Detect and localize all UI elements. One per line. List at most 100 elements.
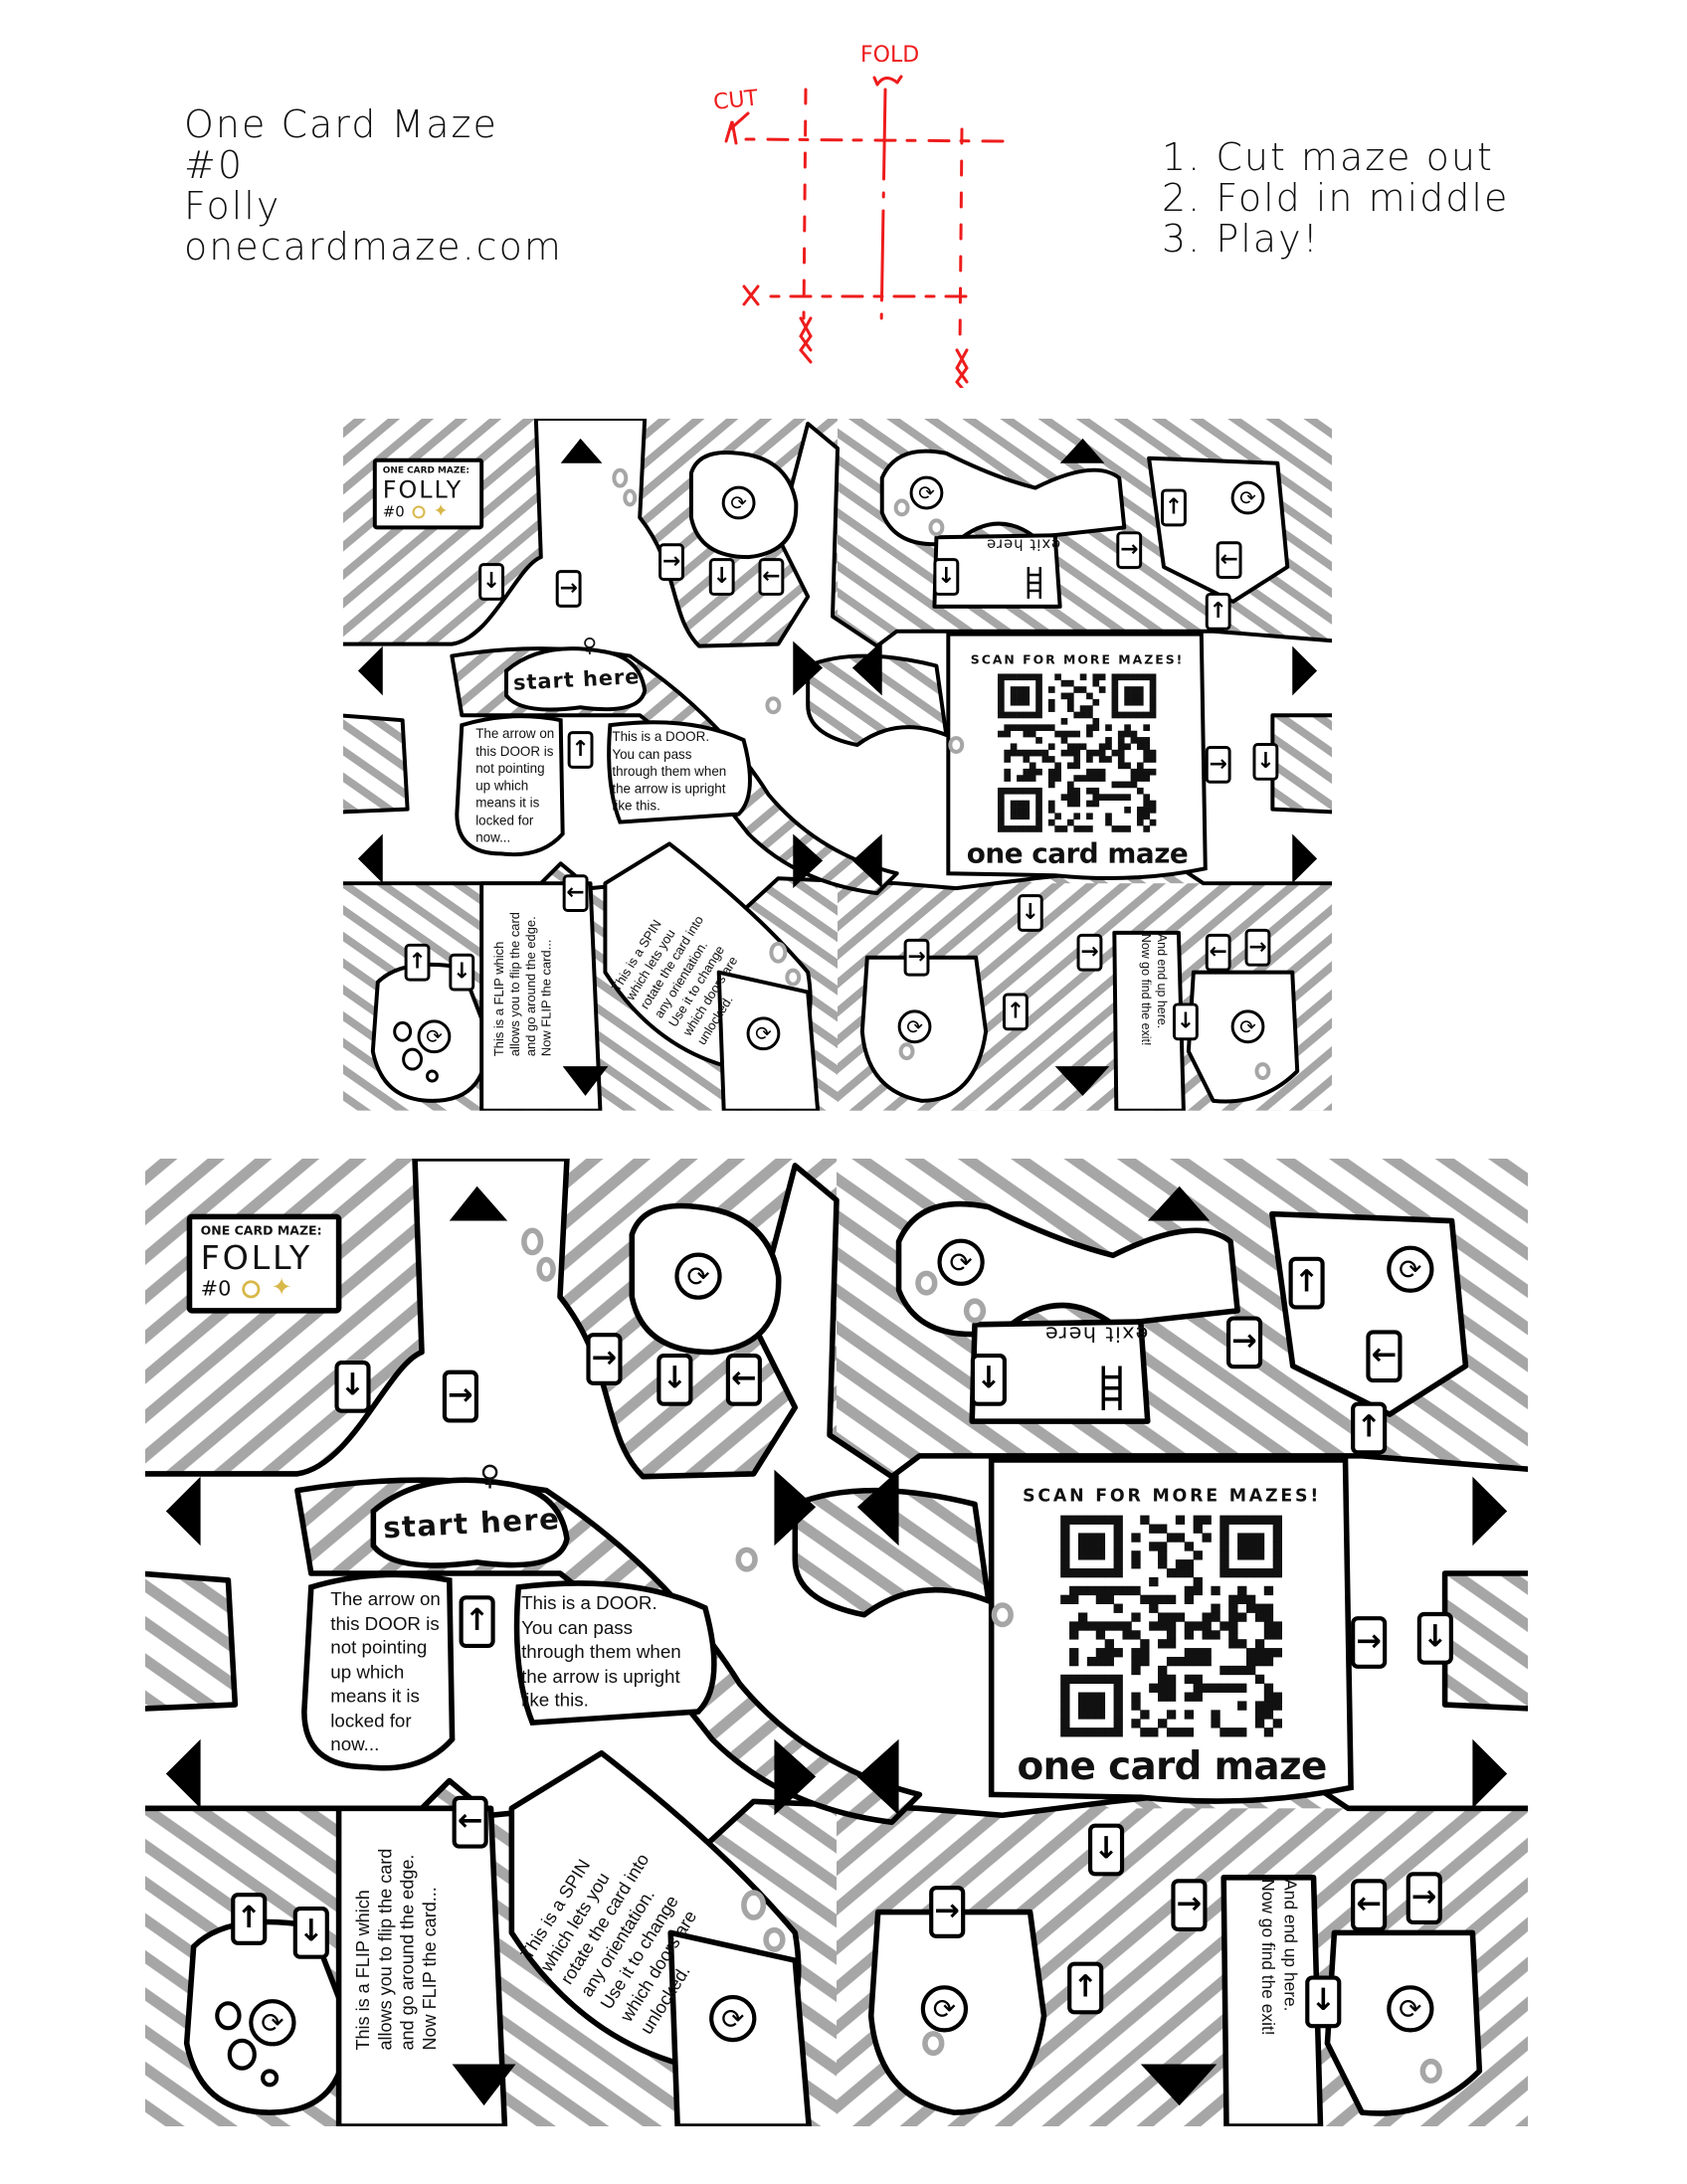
exit-label: exit here	[1043, 1322, 1149, 1348]
door-arrow-icon[interactable]: ↑	[459, 1595, 495, 1649]
door-arrow-icon[interactable]: ↑	[1067, 1961, 1104, 2015]
spin-icon[interactable]: ⟳	[909, 475, 944, 510]
scissors-icon	[955, 348, 969, 388]
spin-icon[interactable]: ⟳	[709, 1994, 757, 2043]
coin-icon	[412, 504, 426, 518]
flip-explanation-text: This is a FLIP which allows you to flip …	[352, 1848, 441, 2051]
spin-icon[interactable]: ⟳	[721, 485, 756, 520]
door-arrow-icon[interactable]: ↑	[1002, 993, 1029, 1031]
coin-icon	[242, 1279, 261, 1298]
door-arrow-icon[interactable]: ↓	[1017, 894, 1043, 932]
spin-icon[interactable]: ⟳	[1230, 1009, 1265, 1044]
door-arrow-icon[interactable]: ←	[1366, 1330, 1403, 1383]
door-arrow-icon[interactable]: ←	[725, 1353, 762, 1406]
cut-line-left	[802, 88, 808, 320]
spin-icon[interactable]: ⟳	[1387, 1245, 1434, 1293]
door-arrow-icon[interactable]: ↓	[478, 563, 505, 601]
door-arrow-icon[interactable]: ↓	[334, 1360, 371, 1413]
flip-triangle-icon	[357, 645, 383, 696]
door-arrow-icon[interactable]: →	[1244, 928, 1271, 967]
instruction-step: 2. Fold in middle	[1162, 176, 1510, 220]
door-arrow-icon[interactable]: ↓	[449, 953, 475, 992]
door-arrow-icon[interactable]: ←	[1351, 1879, 1388, 1932]
door-arrow-icon[interactable]: ↑	[1161, 488, 1187, 527]
door-arrow-icon[interactable]: ↓	[1172, 1002, 1199, 1041]
qr-heading: SCAN FOR MORE MAZES!	[970, 651, 1185, 667]
locked-door-bubble	[455, 714, 565, 857]
door-arrow-icon[interactable]: →	[1351, 1616, 1388, 1669]
door-arrow-icon[interactable]: ←	[1205, 933, 1231, 972]
fold-arrow-icon	[872, 75, 903, 87]
badge-label: ONE CARD MAZE:	[200, 1224, 322, 1239]
door-arrow-icon[interactable]: ↑	[1288, 1256, 1325, 1310]
qr-code	[1060, 1515, 1282, 1737]
badge-maze-name: FOLLY	[200, 1238, 313, 1278]
door-arrow-icon[interactable]: →	[1171, 1879, 1208, 1932]
end-text: And end up here. Now go find the exit!	[1139, 933, 1169, 1046]
door-arrow-icon[interactable]: ↑	[1351, 1401, 1388, 1455]
spin-icon[interactable]: ⟳	[674, 1252, 722, 1300]
door-arrow-icon[interactable]: ←	[452, 1795, 488, 1849]
door-arrow-icon[interactable]: ↓	[1252, 743, 1279, 781]
hatch-island	[343, 713, 410, 815]
door-arrow-icon[interactable]: →	[1406, 1872, 1442, 1925]
door-arrow-icon[interactable]: ↓	[1305, 1975, 1342, 2029]
door-arrow-icon[interactable]: ↑	[567, 731, 594, 769]
qr-heading: SCAN FOR MORE MAZES!	[1023, 1485, 1322, 1506]
door-arrow-icon[interactable]: →	[903, 938, 930, 977]
flip-triangle-icon	[851, 833, 882, 889]
door-arrow-icon[interactable]: ↑	[231, 1893, 268, 1945]
end-text: And end up here. Now go find the exit!	[1257, 1879, 1300, 2036]
flip-explanation-text: This is a FLIP which allows you to flip …	[491, 912, 554, 1057]
flip-triangle-icon	[165, 1476, 201, 1547]
spin-icon[interactable]: ⟳	[746, 1016, 781, 1051]
door-arrow-icon[interactable]: ↓	[1416, 1611, 1453, 1665]
locked-door-text: The arrow on this DOOR is not pointing u…	[475, 726, 555, 845]
door-arrow-icon[interactable]: →	[555, 570, 582, 608]
door-arrow-icon[interactable]: ←	[758, 558, 785, 596]
cut-line-top	[744, 137, 1007, 143]
start-bubble	[504, 646, 648, 712]
door-explanation-text: This is a DOOR. You can pass through the…	[521, 1592, 681, 1711]
flip-triangle-icon	[1292, 833, 1318, 884]
door-arrow-icon[interactable]: →	[442, 1369, 478, 1423]
spin-icon[interactable]: ⟳	[249, 1999, 296, 2047]
door-arrow-icon[interactable]: ↓	[292, 1906, 329, 1959]
door-arrow-icon[interactable]: →	[1225, 1316, 1263, 1369]
door-arrow-icon[interactable]: ↓	[1087, 1823, 1125, 1877]
door-arrow-icon[interactable]: ↓	[656, 1353, 693, 1406]
door-arrow-icon[interactable]: →	[586, 1333, 623, 1385]
door-arrow-icon[interactable]: →	[929, 1886, 966, 1938]
door-arrow-icon[interactable]: →	[658, 543, 684, 582]
flip-triangle-icon	[1472, 1476, 1508, 1547]
door-explanation-text: This is a DOOR. You can pass through the…	[612, 729, 727, 814]
spin-icon[interactable]: ⟳	[897, 1009, 932, 1044]
maze-card-preview: ONE CARD MAZE: FOLLY #0✦ start here ♀ Th…	[343, 419, 1332, 1111]
door-bubble	[607, 720, 752, 824]
spin-icon[interactable]: ⟳	[417, 1019, 452, 1054]
door-arrow-icon[interactable]: →	[1076, 933, 1103, 972]
spin-icon[interactable]: ⟳	[937, 1238, 985, 1286]
cut-fold-diagram: CUT FOLD	[712, 43, 1007, 388]
spin-icon[interactable]: ⟳	[1387, 1985, 1434, 2033]
door-arrow-icon[interactable]: ↑	[1205, 592, 1231, 631]
door-arrow-icon[interactable]: ↓	[933, 558, 960, 596]
flip-triangle-icon	[793, 640, 824, 696]
spin-icon[interactable]: ⟳	[920, 1985, 969, 2033]
badge-number: #0	[200, 1276, 232, 1302]
spin-icon[interactable]: ⟳	[1230, 480, 1265, 515]
door-arrow-icon[interactable]: ↓	[970, 1353, 1007, 1406]
flip-triangle-icon	[560, 438, 603, 463]
door-arrow-icon[interactable]: ↑	[404, 943, 431, 982]
cut-line-right	[958, 127, 964, 350]
door-arrow-icon[interactable]: ↓	[708, 558, 735, 596]
door-arrow-icon[interactable]: ←	[562, 874, 589, 913]
flip-triangle-icon	[1059, 438, 1105, 463]
hatch-island	[145, 1570, 239, 1712]
flip-triangle-icon	[449, 1185, 508, 1221]
scissors-icon	[742, 284, 760, 306]
flip-triangle-icon	[452, 2064, 516, 2106]
door-arrow-icon[interactable]: →	[1116, 531, 1143, 570]
door-arrow-icon[interactable]: ←	[1216, 541, 1242, 580]
door-arrow-icon[interactable]: →	[1205, 746, 1231, 784]
